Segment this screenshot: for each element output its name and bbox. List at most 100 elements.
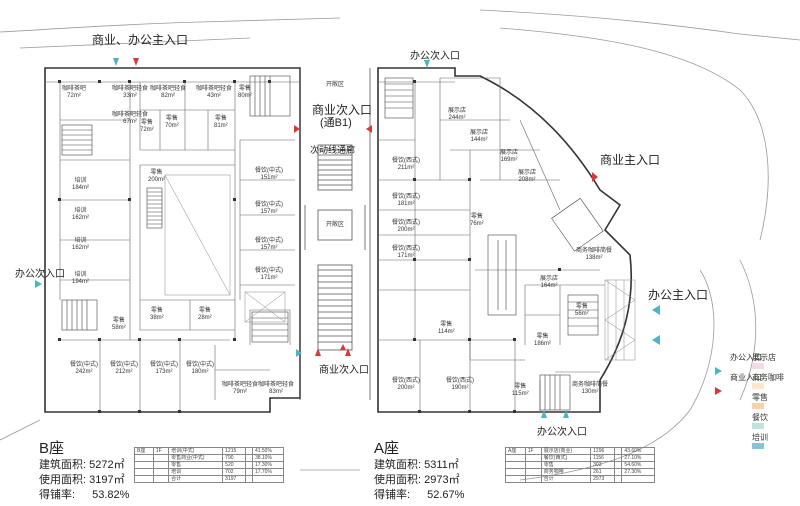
a-atrium-void	[604, 279, 636, 361]
room-name: 餐饮(中式)	[150, 362, 178, 368]
secondary-lane-label: 次动线通廊	[310, 145, 356, 155]
b-gross-area-label: 建筑面积:	[39, 459, 87, 471]
table-cell: 1156	[590, 454, 616, 462]
room-name: 餐饮(西式)	[392, 378, 420, 384]
room-name: 餐饮(中式)	[110, 362, 138, 368]
room-area: 72m²	[140, 127, 154, 133]
table-cell: 1215	[222, 447, 246, 455]
table-cell: A座	[505, 447, 526, 455]
table-cell: 零售	[540, 461, 592, 469]
a-columns	[413, 80, 561, 413]
legend-item-label: 餐饮	[752, 413, 768, 422]
room-area: 169m²	[500, 157, 518, 163]
room-area: 83m²	[269, 389, 283, 395]
room-name: 商务咖啡简餐	[572, 382, 609, 388]
room-name: 零售	[214, 116, 227, 122]
b-room: 餐饮(中式)171m²	[255, 268, 283, 282]
room-area: 80m²	[238, 93, 252, 99]
room-name: 培训	[74, 272, 87, 278]
b-building-title: B座	[39, 440, 65, 457]
room-area: 242m²	[75, 369, 93, 375]
table-cell: 培训(中式)	[168, 447, 224, 455]
b-columns	[58, 80, 271, 413]
table-cell: 合计	[168, 475, 224, 483]
room-name: 咖啡茶吧轻食	[196, 86, 233, 92]
table-cell: 43.60%	[621, 447, 655, 455]
a-efficiency-value: 52.67%	[427, 489, 465, 501]
b-efficiency: 得铺率: 53.82%	[39, 488, 129, 503]
table-cell	[614, 454, 623, 462]
room-area: 82m²	[161, 93, 175, 99]
room-area: 171m²	[260, 275, 278, 281]
entrance-label-commercial-office-main: 商业、办公主入口	[92, 33, 189, 47]
room-name: 零售	[165, 116, 178, 122]
table-cell	[524, 454, 542, 462]
table-cell	[134, 454, 154, 462]
legend-commercial-entrance-label: 商业入口	[730, 373, 762, 382]
table-cell	[152, 475, 170, 483]
room-area: 76m²	[470, 221, 484, 227]
room-name: 餐饮(中式)	[255, 168, 283, 174]
a-room: 餐饮(西式)181m²	[392, 194, 420, 208]
b-room: 餐饮(中式)157m²	[255, 238, 283, 252]
table-cell	[244, 447, 253, 455]
table-cell	[524, 475, 542, 483]
room-name: 零售	[140, 120, 153, 126]
room-area: 162m²	[72, 215, 90, 221]
room-name: 咖啡茶吧轻食	[112, 112, 149, 118]
room-area: 67m²	[123, 119, 137, 125]
b-room: 餐饮(中式)173m²	[150, 362, 178, 376]
room-area: 81m²	[214, 123, 228, 129]
table-cell: 2973	[590, 475, 616, 483]
entrance-label-commercial-secondary-bottom: 商业次入口	[319, 365, 369, 376]
entrance-label-office-secondary-bottom: 办公次入口	[537, 427, 587, 438]
table-cell: 27.10%	[621, 454, 655, 462]
table-cell: 餐饮(西式)	[540, 454, 592, 462]
room-area: 33m²	[123, 93, 137, 99]
table-cell	[152, 454, 170, 462]
table-cell	[621, 475, 655, 483]
table-cell: 41.50%	[251, 447, 285, 455]
a-efficiency-label: 得铺率:	[374, 489, 411, 501]
room-name: 零售	[112, 318, 125, 324]
room-name: 餐饮(西式)	[392, 194, 420, 200]
room-name: 咖啡茶吧	[62, 86, 87, 92]
room-area: 28m²	[198, 315, 212, 321]
room-name: 零售	[238, 86, 251, 92]
room-name: 餐饮(西式)	[392, 220, 420, 226]
a-stair-cores	[384, 77, 604, 411]
b-room: 餐饮(中式)180m²	[186, 362, 214, 376]
room-area: 115m²	[512, 391, 529, 397]
room-name: 餐饮(中式)	[255, 202, 283, 208]
entrance-label-office-secondary-left: 办公次入口	[15, 269, 65, 280]
table-cell: 702	[222, 468, 246, 476]
room-name: 展示店	[470, 130, 489, 136]
a-efficiency: 得铺率: 52.67%	[374, 488, 464, 503]
table-cell	[251, 475, 285, 483]
table-cell	[152, 468, 170, 476]
room-area: 144m²	[470, 137, 488, 143]
room-area: 211m²	[397, 165, 415, 171]
room-name: 餐饮(中式)	[255, 238, 283, 244]
table-cell: 17.30%	[251, 461, 285, 469]
room-name: 零售	[470, 214, 483, 220]
table-cell: 27.30%	[621, 468, 655, 476]
table-cell: 1F	[524, 447, 542, 455]
legend-swatch-showroom	[752, 363, 764, 369]
